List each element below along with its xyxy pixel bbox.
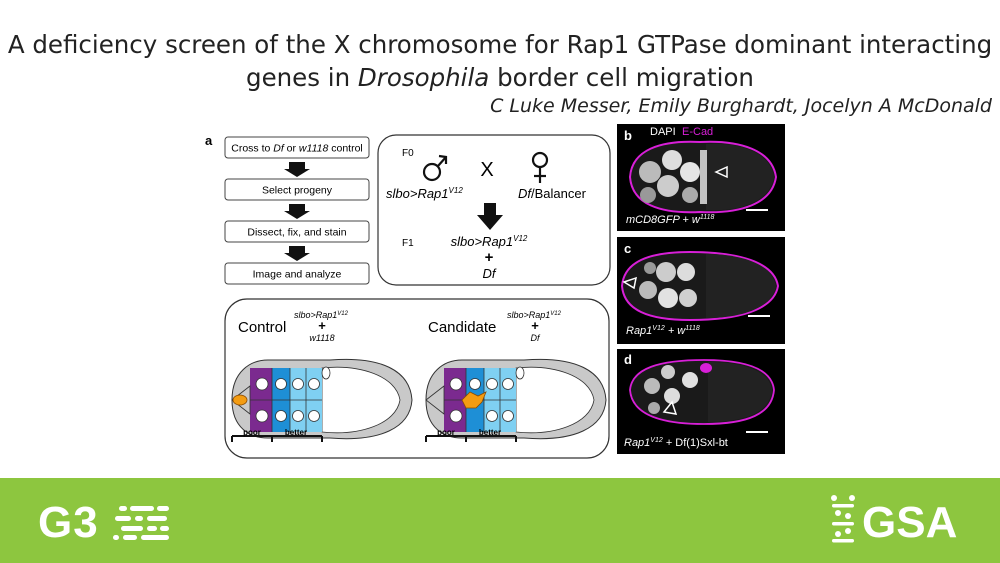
- panel-c-oocyte: [706, 254, 776, 318]
- micrograph-panel-c: c Rap1V12 + w1118: [617, 237, 785, 344]
- candidate-geno-1: slbo>Rap1V12: [507, 310, 562, 320]
- step-box-1: [224, 136, 370, 159]
- title-line-1: A deficiency screen of the X chromosome …: [7, 30, 993, 59]
- panel-c-arrowhead-icon: [622, 276, 637, 290]
- comparison-box: Control slbo>Rap1V12 + w1118 Candidate s…: [224, 298, 610, 459]
- control-better-label: better: [285, 428, 307, 437]
- f1-label: F1: [402, 238, 414, 249]
- female-symbol-icon: [531, 151, 549, 183]
- panel-d-genotype: Rap1V12 + Df(1)Sxl-bt: [624, 437, 728, 449]
- f1-genotype: slbo>Rap1V12: [451, 234, 528, 249]
- panel-b-stain-ecad: E-Cad: [682, 126, 713, 138]
- step-box-2: [224, 178, 370, 201]
- title-line-2-species: Drosophila: [357, 63, 490, 92]
- figure-title: A deficiency screen of the X chromosome …: [0, 28, 1000, 94]
- panel-d-arrowhead-icon: [662, 400, 678, 415]
- gsa-helix-icon: [831, 495, 855, 543]
- micrograph-panel-b: b DAPI E-Cad mCD8GFP + w1118: [617, 124, 785, 231]
- candidate-label: Candidate: [428, 319, 496, 336]
- step-2-text: Select progeny: [262, 185, 333, 197]
- gsa-logo: GSA: [862, 498, 958, 547]
- candidate-geno-2: Df: [531, 333, 541, 343]
- step-box-3: [224, 220, 370, 243]
- footer-banner: [0, 478, 1000, 563]
- male-genotype: slbo>Rap1V12: [386, 186, 463, 201]
- control-plus: +: [318, 318, 326, 333]
- down-arrow-icon: [284, 162, 310, 177]
- panel-b-arrowhead-icon: [714, 165, 728, 179]
- panel-c-letter: c: [624, 241, 631, 256]
- cross-down-arrow-icon: [477, 203, 503, 230]
- workflow-steps: Cross to Df or w1118 control Select prog…: [224, 136, 370, 285]
- female-genotype: Df/Balancer: [518, 186, 587, 201]
- g3-dashes-icon: [113, 506, 169, 540]
- panel-b-genotype: mCD8GFP + w1118: [626, 214, 714, 226]
- title-line-2-post: border cell migration: [489, 63, 754, 92]
- candidate-plus: +: [531, 318, 539, 333]
- panel-b-oocyte: [706, 143, 774, 211]
- f0-label: F0: [402, 148, 414, 159]
- control-egg-chamber-diagram: [231, 358, 413, 442]
- candidate-poor-label: poor: [437, 428, 455, 437]
- control-label: Control: [238, 319, 286, 336]
- micrograph-panel-d: d Rap1V12 + Df(1)Sxl-bt: [617, 349, 785, 454]
- title-line-2-pre: genes in: [246, 63, 358, 92]
- candidate-egg-chamber-diagram: [425, 358, 607, 442]
- panel-c-genotype: Rap1V12 + w1118: [626, 325, 700, 337]
- control-geno-1: slbo>Rap1V12: [294, 310, 349, 320]
- step-3-text: Dissect, fix, and stain: [247, 227, 346, 239]
- step-1-text: Cross to Df or w1118 control: [231, 143, 363, 155]
- panel-d-oocyte: [708, 362, 772, 422]
- f1-plus: +: [485, 249, 494, 266]
- male-symbol-icon: [422, 154, 448, 182]
- g3-logo: G3: [38, 498, 99, 547]
- control-geno-2: w1118: [309, 333, 334, 343]
- candidate-better-label: better: [479, 428, 501, 437]
- f1-df: Df: [483, 266, 497, 281]
- step-box-4: [224, 262, 370, 285]
- control-poor-label: poor: [243, 428, 261, 437]
- panel-b-stain-dapi: DAPI: [650, 126, 676, 138]
- panel-a-letter: a: [205, 133, 213, 148]
- title-line-2: genes in Drosophila border cell migratio…: [0, 61, 1000, 94]
- step-4-text: Image and analyze: [253, 269, 342, 281]
- author-list: C Luke Messer, Emily Burghardt, Jocelyn …: [490, 95, 992, 117]
- down-arrow-icon: [284, 246, 310, 261]
- cross-x-symbol: X: [480, 159, 493, 181]
- genetic-cross-box: F0 F1 X slbo>Rap1V12 Df/Balancer slbo>Ra…: [377, 134, 611, 286]
- down-arrow-icon: [284, 204, 310, 219]
- panel-d-letter: d: [624, 352, 632, 367]
- panel-b-letter: b: [624, 128, 632, 143]
